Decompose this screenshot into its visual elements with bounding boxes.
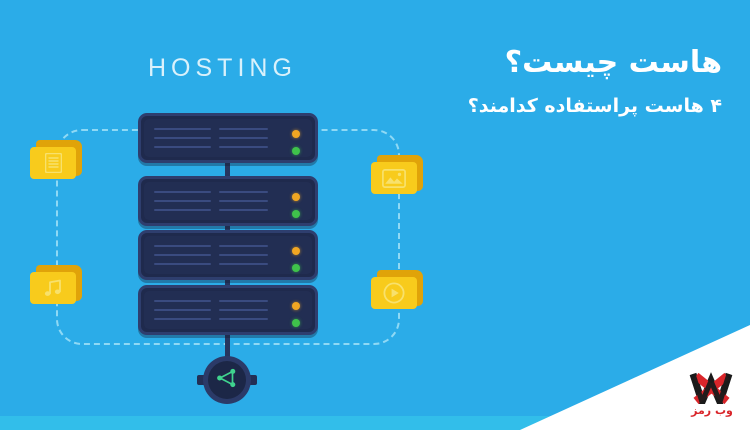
led-amber-icon bbox=[292, 247, 300, 255]
image-icon bbox=[371, 162, 417, 194]
page-title: هاست چیست؟ bbox=[504, 45, 723, 80]
led-green-icon bbox=[292, 264, 300, 272]
folder-front-panel bbox=[30, 272, 76, 304]
led-amber-icon bbox=[292, 302, 300, 310]
server-detail-lines bbox=[154, 300, 268, 320]
folder-music[interactable] bbox=[30, 265, 84, 309]
music-note-icon bbox=[30, 272, 76, 304]
network-share-icon bbox=[215, 367, 239, 393]
document-icon bbox=[30, 147, 76, 179]
led-green-icon bbox=[292, 210, 300, 218]
hub-core bbox=[208, 361, 246, 399]
server-face bbox=[144, 236, 312, 274]
play-circle-icon bbox=[371, 277, 417, 309]
folder-front-panel bbox=[30, 147, 76, 179]
server-detail-lines bbox=[154, 191, 268, 211]
server-status-leds bbox=[292, 302, 300, 327]
webramz-logo-icon bbox=[684, 372, 740, 404]
server-face bbox=[144, 182, 312, 220]
folder-documents[interactable] bbox=[30, 140, 84, 184]
hub-ear-left bbox=[197, 375, 207, 385]
server-status-leds bbox=[292, 130, 300, 155]
led-amber-icon bbox=[292, 193, 300, 201]
folder-images[interactable] bbox=[371, 155, 425, 199]
led-green-icon bbox=[292, 147, 300, 155]
folder-front-panel bbox=[371, 162, 417, 194]
server-status-leds bbox=[292, 247, 300, 272]
server-unit-2[interactable] bbox=[138, 176, 318, 226]
server-status-leds bbox=[292, 193, 300, 218]
server-face bbox=[144, 119, 312, 157]
hosting-label: HOSTING bbox=[148, 54, 297, 82]
brand-logo[interactable]: وب رمز bbox=[684, 372, 740, 422]
server-detail-lines bbox=[154, 245, 268, 265]
server-unit-3[interactable] bbox=[138, 230, 318, 280]
led-green-icon bbox=[292, 319, 300, 327]
server-unit-1[interactable] bbox=[138, 113, 318, 163]
hub-ear-right bbox=[247, 375, 257, 385]
server-unit-4[interactable] bbox=[138, 285, 318, 335]
logo-wordmark: وب رمز bbox=[691, 404, 733, 417]
title-block: هاست چیست؟ ۴ هاست پراستفاده کدامند؟ bbox=[467, 44, 723, 118]
server-face bbox=[144, 291, 312, 329]
server-detail-lines bbox=[154, 128, 268, 148]
led-amber-icon bbox=[292, 130, 300, 138]
folder-video[interactable] bbox=[371, 270, 425, 314]
page-subtitle: ۴ هاست پراستفاده کدامند؟ bbox=[467, 94, 722, 117]
network-hub-node[interactable] bbox=[197, 356, 257, 404]
